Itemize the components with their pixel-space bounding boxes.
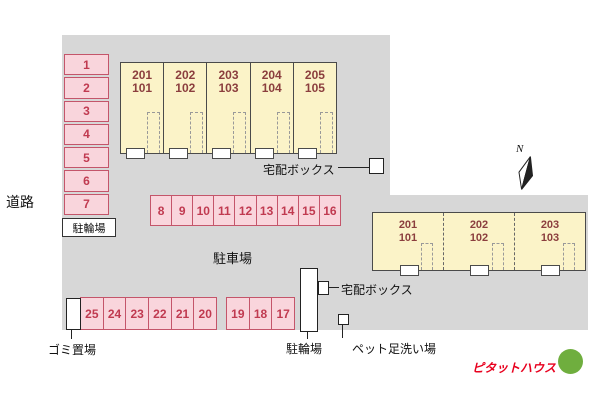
door-dashed-outline xyxy=(276,112,290,153)
door-dashed-outline xyxy=(319,112,333,153)
unit-lower-number: 103 xyxy=(540,232,560,244)
parking-space: 15 xyxy=(297,195,320,226)
door-dashed-outline xyxy=(563,243,575,270)
door-dashed-outline xyxy=(492,243,504,270)
parking-space: 10 xyxy=(192,195,215,226)
bicycle-parking-bottom-label: 駐輪場 xyxy=(286,342,323,356)
building-right: 201 101 202 102 203 103 xyxy=(372,212,586,276)
unit-lower-number: 102 xyxy=(175,81,196,95)
parking-space: 25 xyxy=(80,297,104,330)
unit-upper-number: 202 xyxy=(175,68,196,82)
parking-space: 7 xyxy=(64,193,109,215)
road-label: 道路 xyxy=(6,194,34,210)
leader-line xyxy=(71,330,72,339)
parking-space: 21 xyxy=(170,297,195,330)
door-dashed-outline xyxy=(147,112,160,153)
parking-space: 5 xyxy=(64,147,109,169)
unit-upper-number: 205 xyxy=(304,68,325,82)
unit-upper-number: 201 xyxy=(398,219,418,231)
entrance-step xyxy=(255,148,274,159)
building-unit: 203 103 xyxy=(514,213,585,270)
parking-space: 3 xyxy=(64,100,109,122)
parking-middle-row: 8 9 10 11 12 13 14 15 16 xyxy=(150,195,341,226)
parking-space: 9 xyxy=(171,195,194,226)
entrance-step xyxy=(126,148,145,159)
leader-line xyxy=(342,325,343,338)
parking-lot-label: 駐車場 xyxy=(213,251,253,266)
parking-space: 8 xyxy=(150,195,173,226)
parking-space: 19 xyxy=(226,297,250,330)
entrance-step xyxy=(169,148,188,159)
delivery-box-bottom-label: 宅配ボックス xyxy=(341,283,413,297)
parking-space: 13 xyxy=(255,195,278,226)
unit-upper-number: 204 xyxy=(261,68,282,82)
building-unit: 201 101 xyxy=(121,63,163,153)
unit-lower-number: 101 xyxy=(398,232,418,244)
unit-lower-number: 104 xyxy=(261,81,282,95)
building-unit: 205 105 xyxy=(292,63,336,153)
leader-line xyxy=(307,331,308,339)
compass-needle-icon xyxy=(518,156,534,190)
unit-upper-number: 203 xyxy=(540,219,560,231)
bicycle-parking-left-box: 駐輪場 xyxy=(62,218,116,237)
parking-space: 2 xyxy=(64,77,109,99)
door-dashed-outline xyxy=(233,112,247,153)
parking-space: 17 xyxy=(271,297,296,330)
parking-space: 22 xyxy=(148,297,172,330)
leader-line xyxy=(338,167,369,168)
parking-space: 12 xyxy=(234,195,257,226)
entrance-step xyxy=(541,265,560,276)
building-unit: 203 103 xyxy=(206,63,249,153)
delivery-box-top-label: 宅配ボックス xyxy=(263,163,335,177)
unit-upper-number: 202 xyxy=(469,219,489,231)
parking-bottom-row-a: 25 24 23 22 21 20 xyxy=(80,297,218,330)
parking-space: 6 xyxy=(64,170,109,192)
building-unit: 202 102 xyxy=(443,213,514,270)
pet-wash-label: ペット足洗い場 xyxy=(352,342,437,356)
entrance-step xyxy=(212,148,231,159)
compass-n-label: N xyxy=(516,143,524,155)
parking-space: 24 xyxy=(102,297,127,330)
unit-upper-number: 201 xyxy=(132,68,153,82)
entrance-step xyxy=(470,265,489,276)
parking-space: 14 xyxy=(276,195,299,226)
pet-wash-box xyxy=(338,314,349,325)
delivery-box-top xyxy=(369,158,384,174)
parking-bottom-row-b: 19 18 17 xyxy=(226,297,296,330)
unit-upper-number: 203 xyxy=(218,68,239,82)
building-top: 201 101 202 102 203 103 204 104 205 105 xyxy=(120,62,337,159)
parking-space: 11 xyxy=(213,195,236,226)
garbage-area-label: ゴミ置場 xyxy=(48,343,97,357)
unit-lower-number: 101 xyxy=(132,81,153,95)
door-dashed-outline xyxy=(190,112,204,153)
delivery-box-bottom xyxy=(318,281,329,295)
parking-space: 16 xyxy=(318,195,341,226)
parking-space: 20 xyxy=(193,297,218,330)
entrance-step xyxy=(400,265,419,276)
unit-lower-number: 103 xyxy=(218,81,239,95)
unit-lower-number: 105 xyxy=(304,81,325,95)
building-unit: 204 104 xyxy=(249,63,293,153)
entrance-step xyxy=(298,148,317,159)
building-unit: 202 102 xyxy=(163,63,206,153)
door-dashed-outline xyxy=(421,243,433,270)
bicycle-parking-bottom-box xyxy=(300,268,318,332)
unit-lower-number: 102 xyxy=(469,232,489,244)
garbage-area-box xyxy=(66,298,81,330)
logo-circle-icon xyxy=(558,349,583,374)
parking-space: 1 xyxy=(64,54,109,76)
logo-text: ピタットハウス xyxy=(472,361,557,375)
parking-space: 4 xyxy=(64,123,109,146)
building-unit: 201 101 xyxy=(373,213,443,270)
parking-space: 23 xyxy=(125,297,150,330)
leader-line xyxy=(328,287,339,288)
parking-left-column: 1 2 3 4 5 6 7 xyxy=(64,54,109,215)
parking-space: 18 xyxy=(248,297,273,330)
